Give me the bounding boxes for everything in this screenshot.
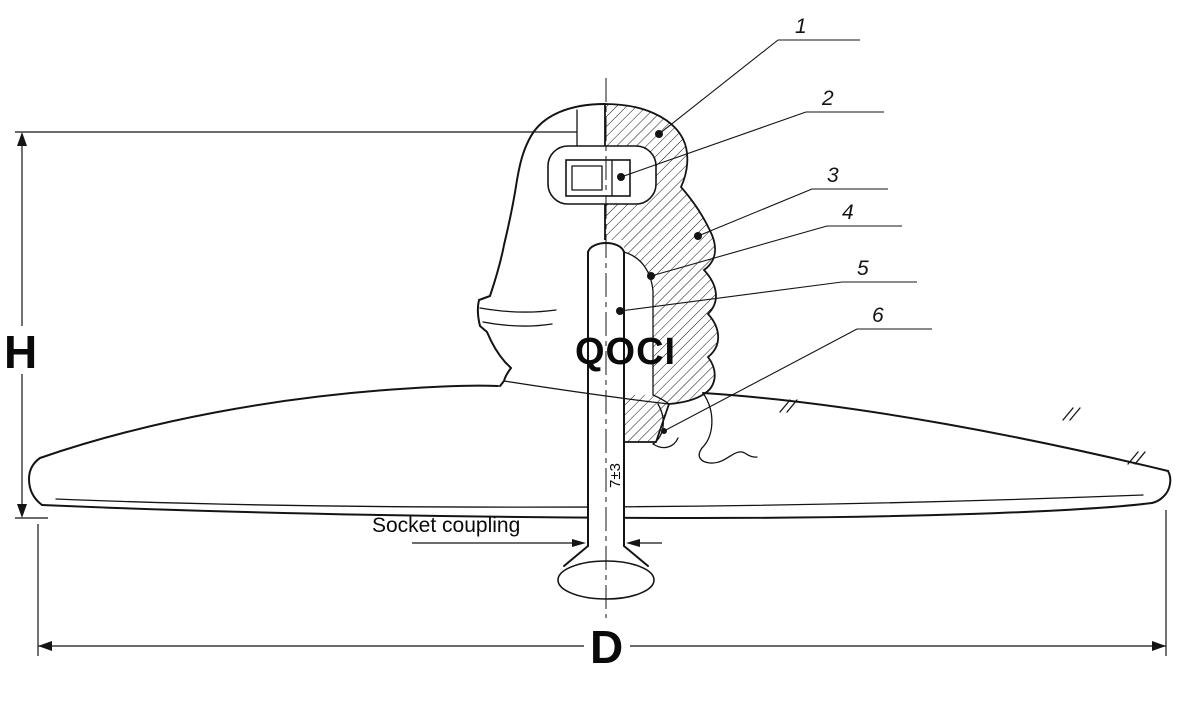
part-label-4: 4 — [842, 201, 854, 224]
cap-exterior — [476, 103, 670, 405]
ball-socket-cavity — [547, 145, 657, 205]
d-dimension: D — [37, 510, 1167, 673]
porcelain-disc — [28, 384, 1172, 519]
pin-flare-left — [563, 545, 589, 567]
petticoat-ribs — [652, 392, 758, 464]
callout-4: 4 — [647, 201, 902, 280]
socket-coupling-label: Socket coupling — [372, 514, 520, 537]
callout-2: 2 — [617, 87, 884, 181]
height-dimension-label: H — [4, 326, 37, 378]
cap-collar-ridge — [482, 321, 553, 327]
pin-depth-dimension: 7±3 — [607, 463, 624, 488]
socket-coupling-callout: Socket coupling — [372, 514, 662, 547]
diameter-dimension-label: D — [590, 621, 623, 673]
part-label-3: 3 — [827, 164, 839, 187]
callout-5: 5 — [616, 257, 917, 315]
part-label-5: 5 — [857, 257, 869, 280]
part-label-1: 1 — [795, 15, 807, 38]
brand-logo-text: QOCI — [575, 331, 676, 373]
callout-1: 1 — [655, 15, 860, 138]
callout-6: 6 — [661, 304, 932, 434]
part-label-6: 6 — [872, 304, 884, 327]
glaze-marks — [779, 399, 1146, 465]
h-dimension: H — [2, 131, 577, 519]
pin-flare-right — [623, 545, 649, 567]
cap-collar-ridge — [479, 307, 557, 313]
callout-3: 3 — [694, 164, 888, 240]
part-label-2: 2 — [821, 87, 834, 110]
part-callouts: 1 2 3 4 5 6 — [616, 15, 932, 434]
